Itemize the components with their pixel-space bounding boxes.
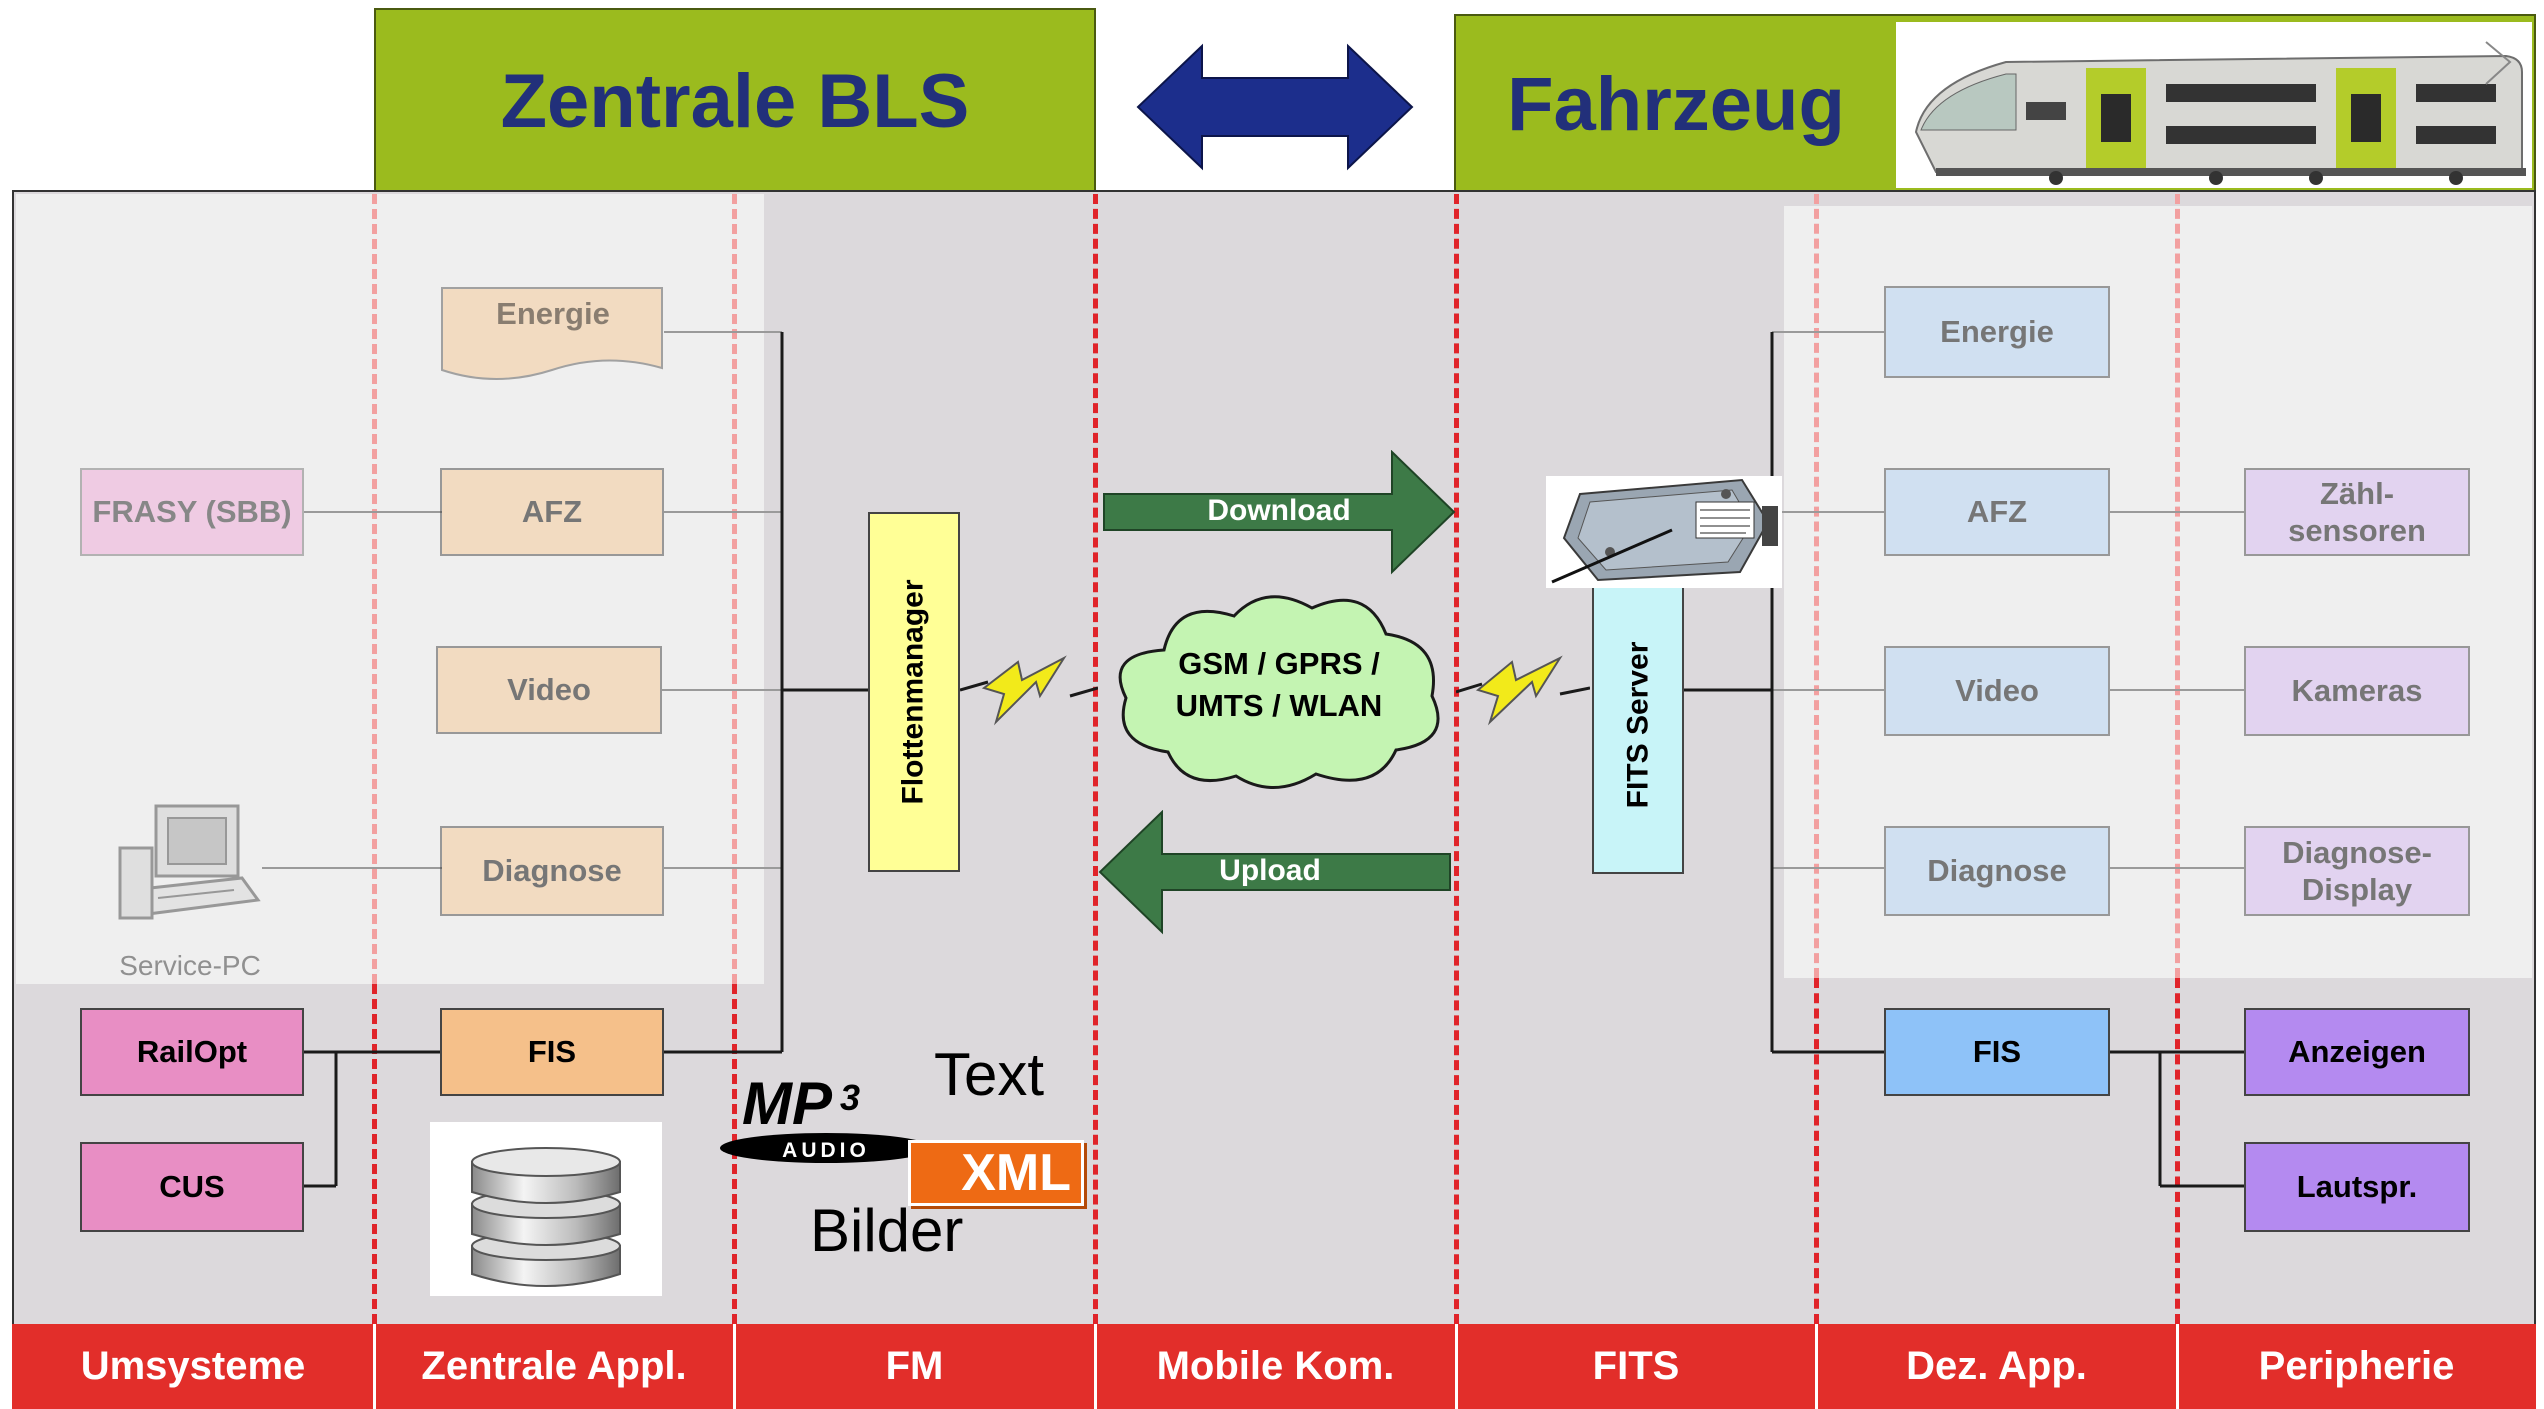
zentrale-energie-label: Energie bbox=[496, 296, 610, 331]
mp3-logo-sub: AUDIO bbox=[782, 1139, 870, 1162]
column-label-peripherie: Peripherie bbox=[2177, 1324, 2536, 1409]
column-label-fits: FITS bbox=[1456, 1324, 1816, 1409]
bidirectional-arrow-icon bbox=[1136, 43, 1414, 171]
mp3-audio-logo: MP 3 AUDIO bbox=[720, 1074, 932, 1163]
service-pc-icon bbox=[118, 804, 261, 920]
diagnose-display-box: Diagnose- Display bbox=[2244, 826, 2470, 916]
footer-separator-6 bbox=[2176, 1324, 2179, 1409]
zentrale-diagnose-box: Diagnose bbox=[440, 826, 664, 916]
lautspr-box: Lautspr. bbox=[2244, 1142, 2470, 1232]
dez-energie-box: Energie bbox=[1884, 286, 2110, 378]
kameras-box: Kameras bbox=[2244, 646, 2470, 736]
divider-6-upper bbox=[2175, 194, 2180, 978]
zaehlsensoren-box: Zähl- sensoren bbox=[2244, 468, 2470, 556]
zentrale-afz-box: AFZ bbox=[440, 468, 664, 556]
cloud-label-line-1: GSM / GPRS / bbox=[1178, 646, 1380, 681]
column-label-zentrale-appl: Zentrale Appl. bbox=[374, 1324, 734, 1409]
xml-logo-text: XML bbox=[961, 1144, 1071, 1202]
divider-1-lower bbox=[372, 984, 377, 1324]
database-icon bbox=[430, 1122, 662, 1296]
zentrale-video-box: Video bbox=[436, 646, 662, 734]
bilder-label: Bilder bbox=[810, 1197, 964, 1264]
footer-separator-5 bbox=[1815, 1324, 1818, 1409]
dez-video-box: Video bbox=[1884, 646, 2110, 736]
fits-server-label: FITS Server bbox=[1621, 641, 1654, 809]
anzeigen-box: Anzeigen bbox=[2244, 1008, 2470, 1096]
railopt-box: RailOpt bbox=[80, 1008, 304, 1096]
upload-arrow bbox=[1098, 810, 1451, 935]
header-fahrzeug-title: Fahrzeug bbox=[1507, 61, 1845, 147]
dez-fis-box: FIS bbox=[1884, 1008, 2110, 1096]
xml-logo: XML bbox=[908, 1140, 1084, 1206]
upload-label: Upload bbox=[1219, 854, 1321, 887]
column-label-dez-app: Dez. App. bbox=[1816, 1324, 2177, 1409]
column-label-fm: FM bbox=[734, 1324, 1095, 1409]
energie-document-shape bbox=[441, 287, 663, 380]
cloud-label-line-2: UMTS / WLAN bbox=[1175, 688, 1383, 723]
divider-3 bbox=[1093, 194, 1098, 1324]
divider-2-upper bbox=[732, 194, 737, 984]
dez-afz-box: AFZ bbox=[1884, 468, 2110, 556]
text-label: Text bbox=[934, 1041, 1045, 1108]
divider-4 bbox=[1454, 194, 1459, 1324]
divider-5-lower bbox=[1814, 978, 1819, 1324]
download-arrow bbox=[1103, 450, 1456, 575]
cloud-icon bbox=[1118, 595, 1440, 789]
cus-box: CUS bbox=[80, 1142, 304, 1232]
header-zentrale-bls-title: Zentrale BLS bbox=[500, 58, 970, 144]
divider-5-upper bbox=[1814, 194, 1819, 978]
header-zentrale-bls: Zentrale BLS bbox=[374, 8, 1096, 194]
column-label-umsysteme: Umsysteme bbox=[12, 1324, 374, 1409]
footer-separator-2 bbox=[733, 1324, 736, 1409]
footer-separator-3 bbox=[1094, 1324, 1097, 1409]
column-label-mobile-kom: Mobile Kom. bbox=[1095, 1324, 1456, 1409]
flottenmanager-box: Flottenmanager bbox=[868, 512, 960, 872]
dez-diagnose-box: Diagnose bbox=[1884, 826, 2110, 916]
service-pc-label: Service-PC bbox=[119, 950, 261, 981]
train-image bbox=[1896, 22, 2532, 188]
device-photo bbox=[1546, 476, 1782, 588]
divider-1-upper bbox=[372, 194, 377, 984]
mp3-logo-sup: 3 bbox=[840, 1077, 860, 1118]
lightning-icon-right bbox=[1456, 655, 1590, 726]
download-label: Download bbox=[1207, 494, 1351, 527]
zentrale-fis-box: FIS bbox=[440, 1008, 664, 1096]
frasy-box: FRASY (SBB) bbox=[80, 468, 304, 556]
mp3-logo-text: MP bbox=[742, 1074, 833, 1137]
footer-separator-4 bbox=[1455, 1324, 1458, 1409]
fits-server-box: FITS Server bbox=[1592, 576, 1684, 874]
lightning-icon-left bbox=[960, 655, 1098, 726]
footer-separator-1 bbox=[373, 1324, 376, 1409]
divider-6-lower bbox=[2175, 978, 2180, 1324]
flottenmanager-label: Flottenmanager bbox=[897, 579, 930, 805]
